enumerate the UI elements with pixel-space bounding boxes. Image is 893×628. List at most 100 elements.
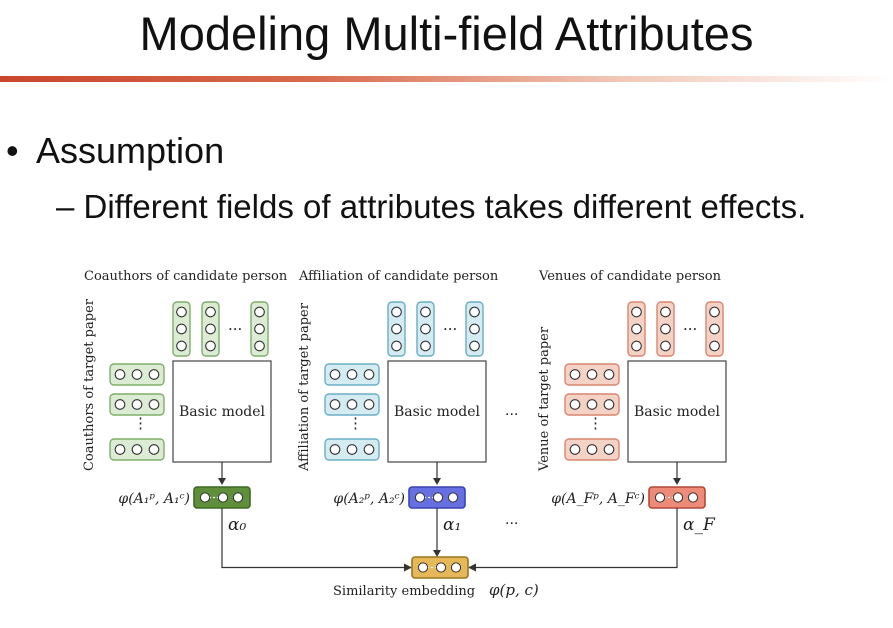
vector-node [603, 399, 615, 410]
horizontal-attribute-vector [564, 393, 620, 416]
vector-node [709, 323, 720, 335]
attribute-panel-2: Affiliation of candidate personAffiliati… [297, 269, 499, 535]
vertical-attribute-vector [201, 301, 220, 357]
vector-node [346, 399, 358, 410]
output-symbol: φ(p, c) [489, 581, 539, 599]
title-underline [0, 76, 893, 82]
embedding-node [687, 492, 699, 503]
vector-node [586, 399, 598, 410]
vector-node [420, 340, 431, 352]
embedding-node [232, 492, 244, 503]
embedding-node [414, 492, 426, 503]
vector-node [329, 369, 341, 380]
target-vectors-ellipsis: ⋮ [133, 414, 148, 432]
vector-node [469, 323, 480, 335]
candidate-vectors-ellipsis: ··· [683, 320, 697, 338]
horizontal-attribute-vector [109, 363, 165, 386]
vector-node [176, 306, 187, 318]
embedding-node [447, 492, 459, 503]
bullet-dot: • [6, 130, 19, 171]
vector-node [569, 444, 581, 455]
field-similarity-label: φ(A₁ᵖ, A₁ᶜ) [118, 491, 190, 507]
field-weight-label: α_F [683, 515, 716, 535]
vector-node [709, 306, 720, 318]
vector-node [603, 444, 615, 455]
basic-model-label: Basic model [634, 404, 721, 420]
candidate-vectors-ellipsis: ··· [443, 320, 457, 338]
candidate-field-label: Affiliation of candidate person [298, 269, 499, 284]
similarity-embedding [411, 556, 469, 579]
horizontal-attribute-vector [564, 438, 620, 461]
target-field-label: Affiliation of target paper [297, 302, 312, 472]
vector-node [176, 340, 187, 352]
field-weight-label: α₁ [443, 515, 461, 535]
sub-bullet-item: – Different fields of attributes takes d… [56, 188, 807, 225]
target-field-label: Coauthors of target paper [82, 298, 97, 471]
embedding-node [432, 492, 444, 503]
embedding-node [450, 562, 462, 573]
vector-node [709, 340, 720, 352]
vector-node [586, 369, 598, 380]
vector-node [329, 444, 341, 455]
horizontal-attribute-vector [109, 393, 165, 416]
basic-model-box [627, 360, 727, 463]
target-field-label: Venue of target paper [537, 326, 552, 472]
field-similarity-label: φ(A_Fᵖ, A_Fᶜ) [551, 491, 645, 507]
embedding-node [217, 492, 229, 503]
target-vectors-ellipsis: ⋮ [348, 414, 363, 432]
vector-node [363, 369, 375, 380]
arrow-head [433, 478, 441, 485]
vector-node [114, 399, 126, 410]
vector-node [205, 323, 216, 335]
vector-node [346, 444, 358, 455]
vertical-attribute-vector [250, 301, 269, 357]
vector-node [363, 399, 375, 410]
arrow-head [673, 478, 681, 485]
candidate-vectors-ellipsis: ··· [228, 320, 242, 338]
arrow-head [468, 563, 476, 572]
field-embedding [193, 486, 251, 509]
vector-node [420, 323, 431, 335]
basic-model-label: Basic model [179, 404, 266, 420]
bullet-text: Assumption [36, 130, 225, 171]
vertical-attribute-vector [705, 301, 724, 357]
vertical-attribute-vector [656, 301, 675, 357]
vertical-attribute-vector [627, 301, 646, 357]
vector-node [569, 399, 581, 410]
vector-node [254, 306, 265, 318]
horizontal-attribute-vector [324, 363, 380, 386]
vertical-attribute-vector [465, 301, 484, 357]
vector-node [131, 369, 143, 380]
vector-node [363, 444, 375, 455]
embedding-node [435, 562, 447, 573]
output-embedding [411, 556, 469, 579]
bullet-item: • Assumption [6, 130, 224, 172]
vector-node [469, 306, 480, 318]
horizontal-attribute-vector [564, 363, 620, 386]
vector-node [660, 340, 671, 352]
vector-node [569, 369, 581, 380]
field-embedding [408, 486, 466, 509]
between-ellipsis-2: ... [505, 512, 518, 528]
vector-node [176, 323, 187, 335]
horizontal-attribute-vector [324, 438, 380, 461]
vector-node [131, 444, 143, 455]
vector-node [660, 323, 671, 335]
between-ellipsis-1: ... [505, 403, 518, 419]
basic-model-box [387, 360, 487, 463]
output-label: Similarity embedding [333, 584, 475, 599]
arrow-head [404, 563, 412, 572]
vector-node [254, 323, 265, 335]
candidate-field-label: Coauthors of candidate person [84, 269, 288, 284]
vector-node [148, 399, 160, 410]
vector-node [631, 306, 642, 318]
arrow-head [433, 550, 441, 557]
vector-node [114, 369, 126, 380]
horizontal-attribute-vector [109, 438, 165, 461]
slide-title: Modeling Multi-field Attributes [139, 7, 754, 60]
connector-left [221, 508, 405, 569]
vertical-attribute-vector [387, 301, 406, 357]
vector-node [205, 306, 216, 318]
